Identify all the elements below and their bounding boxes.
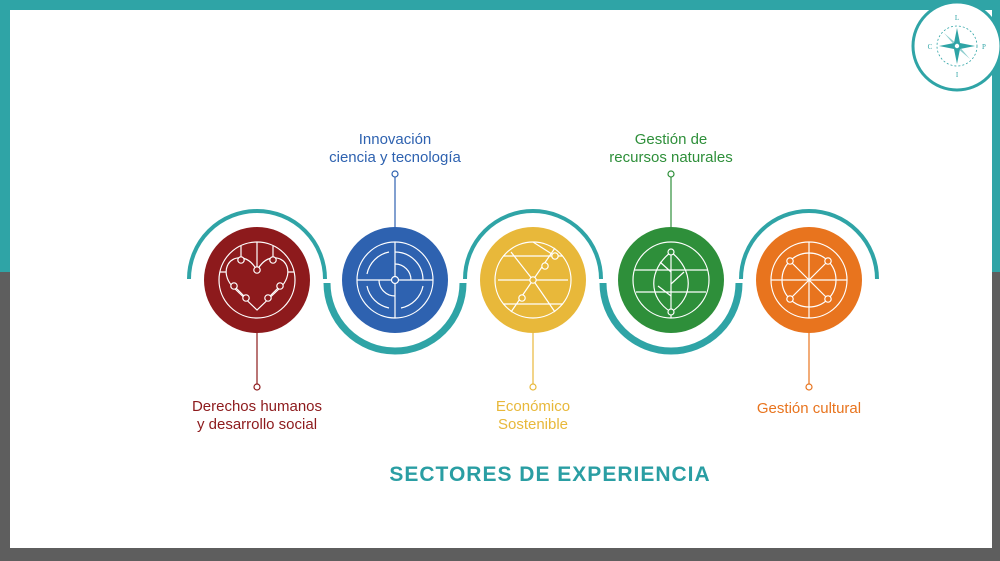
- sector-label-derechos: Derechos humanos y desarrollo social: [172, 398, 342, 434]
- geometric-network-icon: [494, 241, 572, 319]
- compass-logo-icon: L P I C: [911, 2, 1000, 92]
- stem-dot-recursos: [667, 170, 675, 178]
- logo-letter-right: P: [982, 43, 986, 51]
- logo-letter-top: L: [955, 14, 959, 22]
- sector-label-cultural-line1: Gestión cultural: [756, 400, 862, 417]
- heart-circuit-icon: [218, 241, 296, 319]
- sector-label-cultural: Gestión cultural: [724, 400, 894, 418]
- stem-dot-innovacion: [391, 170, 399, 178]
- connector-stems: [253, 170, 813, 391]
- sector-label-economico: Económico Sostenible: [448, 398, 618, 434]
- arc-top-1: [187, 209, 327, 280]
- sector-label-innovacion-line1: Innovación: [358, 131, 432, 148]
- sector-label-recursos-line2: recursos naturales: [609, 149, 733, 166]
- sector-label-economico-line2: Sostenible: [497, 416, 569, 433]
- stem-dot-cultural: [805, 383, 813, 391]
- sector-label-economico-line1: Económico: [495, 398, 571, 415]
- connector-arcs: [187, 209, 879, 355]
- leaf-icon: [632, 241, 710, 319]
- sector-label-derechos-line1: Derechos humanos: [191, 398, 323, 415]
- sector-label-recursos-line1: Gestión de: [634, 131, 708, 148]
- logo-letter-left: C: [928, 43, 933, 51]
- arc-bottom-2: [323, 282, 467, 355]
- sector-label-recursos: Gestión de recursos naturales: [586, 131, 756, 167]
- wheel-icon: [770, 241, 848, 319]
- arc-bottom-4: [599, 282, 743, 355]
- target-circuit-icon: [356, 241, 434, 319]
- sector-label-derechos-line2: y desarrollo social: [196, 416, 318, 433]
- stem-dot-economico: [529, 383, 537, 391]
- arc-top-3: [463, 209, 603, 280]
- sector-label-innovacion: Innovación ciencia y tecnología: [310, 131, 480, 167]
- slide-title: SECTORES DE EXPERIENCIA: [389, 463, 711, 486]
- arc-top-5: [739, 209, 879, 280]
- logo-letter-bottom: I: [956, 71, 959, 79]
- sector-label-innovacion-line2: ciencia y tecnología: [329, 149, 461, 166]
- stem-dot-derechos: [253, 383, 261, 391]
